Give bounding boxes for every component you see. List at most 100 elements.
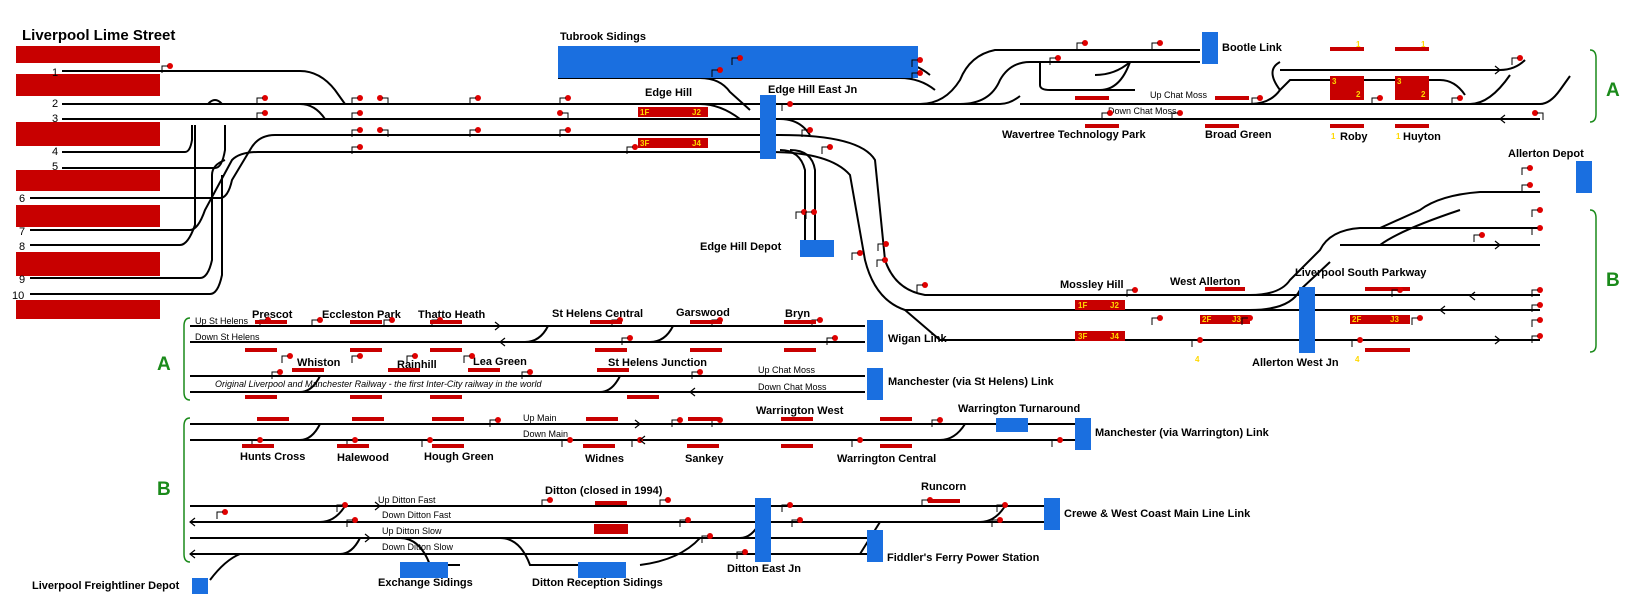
platform-bar	[784, 348, 816, 352]
manchester-st-helens-block	[867, 368, 883, 400]
signal-post	[256, 112, 263, 120]
route-mark: J4	[692, 139, 701, 148]
signal-light	[832, 335, 838, 341]
signal-post	[1251, 97, 1258, 105]
edge-hill-depot-label: Edge Hill Depot	[700, 241, 782, 253]
signal-light	[1157, 40, 1163, 46]
down-ditton-slow-label: Down Ditton Slow	[382, 542, 454, 552]
direction-arrow	[494, 321, 501, 331]
signal-post	[1531, 335, 1538, 343]
platform-digit: 1	[1331, 132, 1336, 141]
signal-post	[382, 97, 389, 105]
signal-post	[1049, 57, 1056, 65]
platform-bar	[1395, 124, 1429, 128]
signal-post	[911, 72, 918, 80]
roby-label: Roby	[1340, 131, 1368, 143]
signal-post	[351, 355, 358, 363]
bootle-link-block	[1202, 32, 1218, 64]
signal-post	[1531, 289, 1538, 297]
mossley-hill-platform	[1075, 331, 1125, 341]
exchange-sidings-block	[400, 562, 448, 578]
signal-post	[559, 129, 566, 137]
signal-post	[851, 252, 858, 260]
edge-hill-depot-block	[800, 240, 834, 257]
platform-bar	[880, 444, 912, 448]
signal-post	[1351, 339, 1358, 347]
signal-post	[911, 59, 918, 67]
up-st-helens-label: Up St Helens	[195, 316, 249, 326]
signal-post	[1391, 289, 1398, 297]
route-mark: J4	[1110, 332, 1119, 341]
signal-post	[469, 97, 476, 105]
platform-bar	[1075, 96, 1109, 100]
signal-post	[626, 146, 633, 154]
signal-post	[1411, 317, 1418, 325]
direction-arrow	[639, 435, 646, 445]
platform-number: 7	[19, 226, 25, 238]
direction-arrow	[1494, 240, 1501, 250]
platform-number: 8	[19, 241, 25, 253]
signal-light	[357, 110, 363, 116]
route-mark: 3F	[1078, 332, 1087, 341]
signal-light	[357, 95, 363, 101]
signal-light	[565, 127, 571, 133]
platform-number: 4	[52, 146, 58, 158]
signal-post	[1521, 184, 1528, 192]
platform-bar	[595, 348, 627, 352]
fiddlers-ferry-block	[867, 530, 883, 562]
signal-post	[821, 146, 828, 154]
signal-post	[351, 97, 358, 105]
warrington-turnaround-block	[996, 418, 1028, 432]
signal-post	[541, 499, 548, 507]
platform-bar	[687, 444, 719, 448]
signal-light	[1537, 207, 1543, 213]
signal-post	[876, 259, 883, 267]
platform-bar	[690, 320, 722, 324]
up-ditton-slow-label: Up Ditton Slow	[382, 526, 442, 536]
bracket-b-top	[1589, 209, 1597, 353]
bracket-a-label: A	[1606, 80, 1620, 101]
allerton-depot-label: Allerton Depot	[1508, 148, 1584, 160]
platform-bar	[1205, 124, 1239, 128]
direction-arrow	[689, 387, 696, 397]
platform-bar	[928, 499, 960, 503]
fiddlers-ferry-label: Fiddler's Ferry Power Station	[887, 552, 1040, 564]
signal-post	[256, 97, 263, 105]
platform-bar	[430, 348, 462, 352]
platform-block	[16, 122, 160, 146]
platform-number: 2	[52, 98, 58, 110]
bracket-a-top	[1589, 49, 1597, 123]
down-st-helens-label: Down St Helens	[195, 332, 260, 342]
signal-post	[1151, 42, 1158, 50]
signal-light	[1527, 165, 1533, 171]
ditton-label: Ditton (closed in 1994)	[545, 485, 663, 497]
signal-light	[1082, 40, 1088, 46]
down-chat-moss-a-label: Down Chat Moss	[758, 382, 827, 392]
signal-post	[469, 129, 476, 137]
signal-light	[922, 282, 928, 288]
platform-bar	[595, 501, 627, 505]
signal-light	[222, 509, 228, 515]
signal-post	[463, 355, 470, 363]
signal-light	[547, 497, 553, 503]
platform-block	[16, 300, 160, 319]
manchester-warrington-label: Manchester (via Warrington) Link	[1095, 427, 1270, 439]
platform-bar	[781, 417, 813, 421]
signal-post	[931, 419, 938, 427]
signal-light	[997, 517, 1003, 523]
allerton-depot-block	[1576, 161, 1592, 193]
signal-light	[883, 241, 889, 247]
signal-post	[1171, 112, 1178, 120]
crewe-link-label: Crewe & West Coast Main Line Link	[1064, 508, 1251, 520]
wavertree-label: Wavertree Technology Park	[1002, 129, 1147, 141]
signal-light	[317, 317, 323, 323]
signal-light	[1397, 287, 1403, 293]
allerton-west-jn-block	[1299, 287, 1315, 353]
platform-bar	[590, 320, 622, 324]
warrington-turnaround-label: Warrington Turnaround	[958, 403, 1080, 415]
platform-bar	[1330, 47, 1364, 51]
signal-light	[797, 517, 803, 523]
signal-light	[1537, 317, 1543, 323]
platform-block	[16, 74, 160, 96]
platform-bar	[432, 444, 464, 448]
